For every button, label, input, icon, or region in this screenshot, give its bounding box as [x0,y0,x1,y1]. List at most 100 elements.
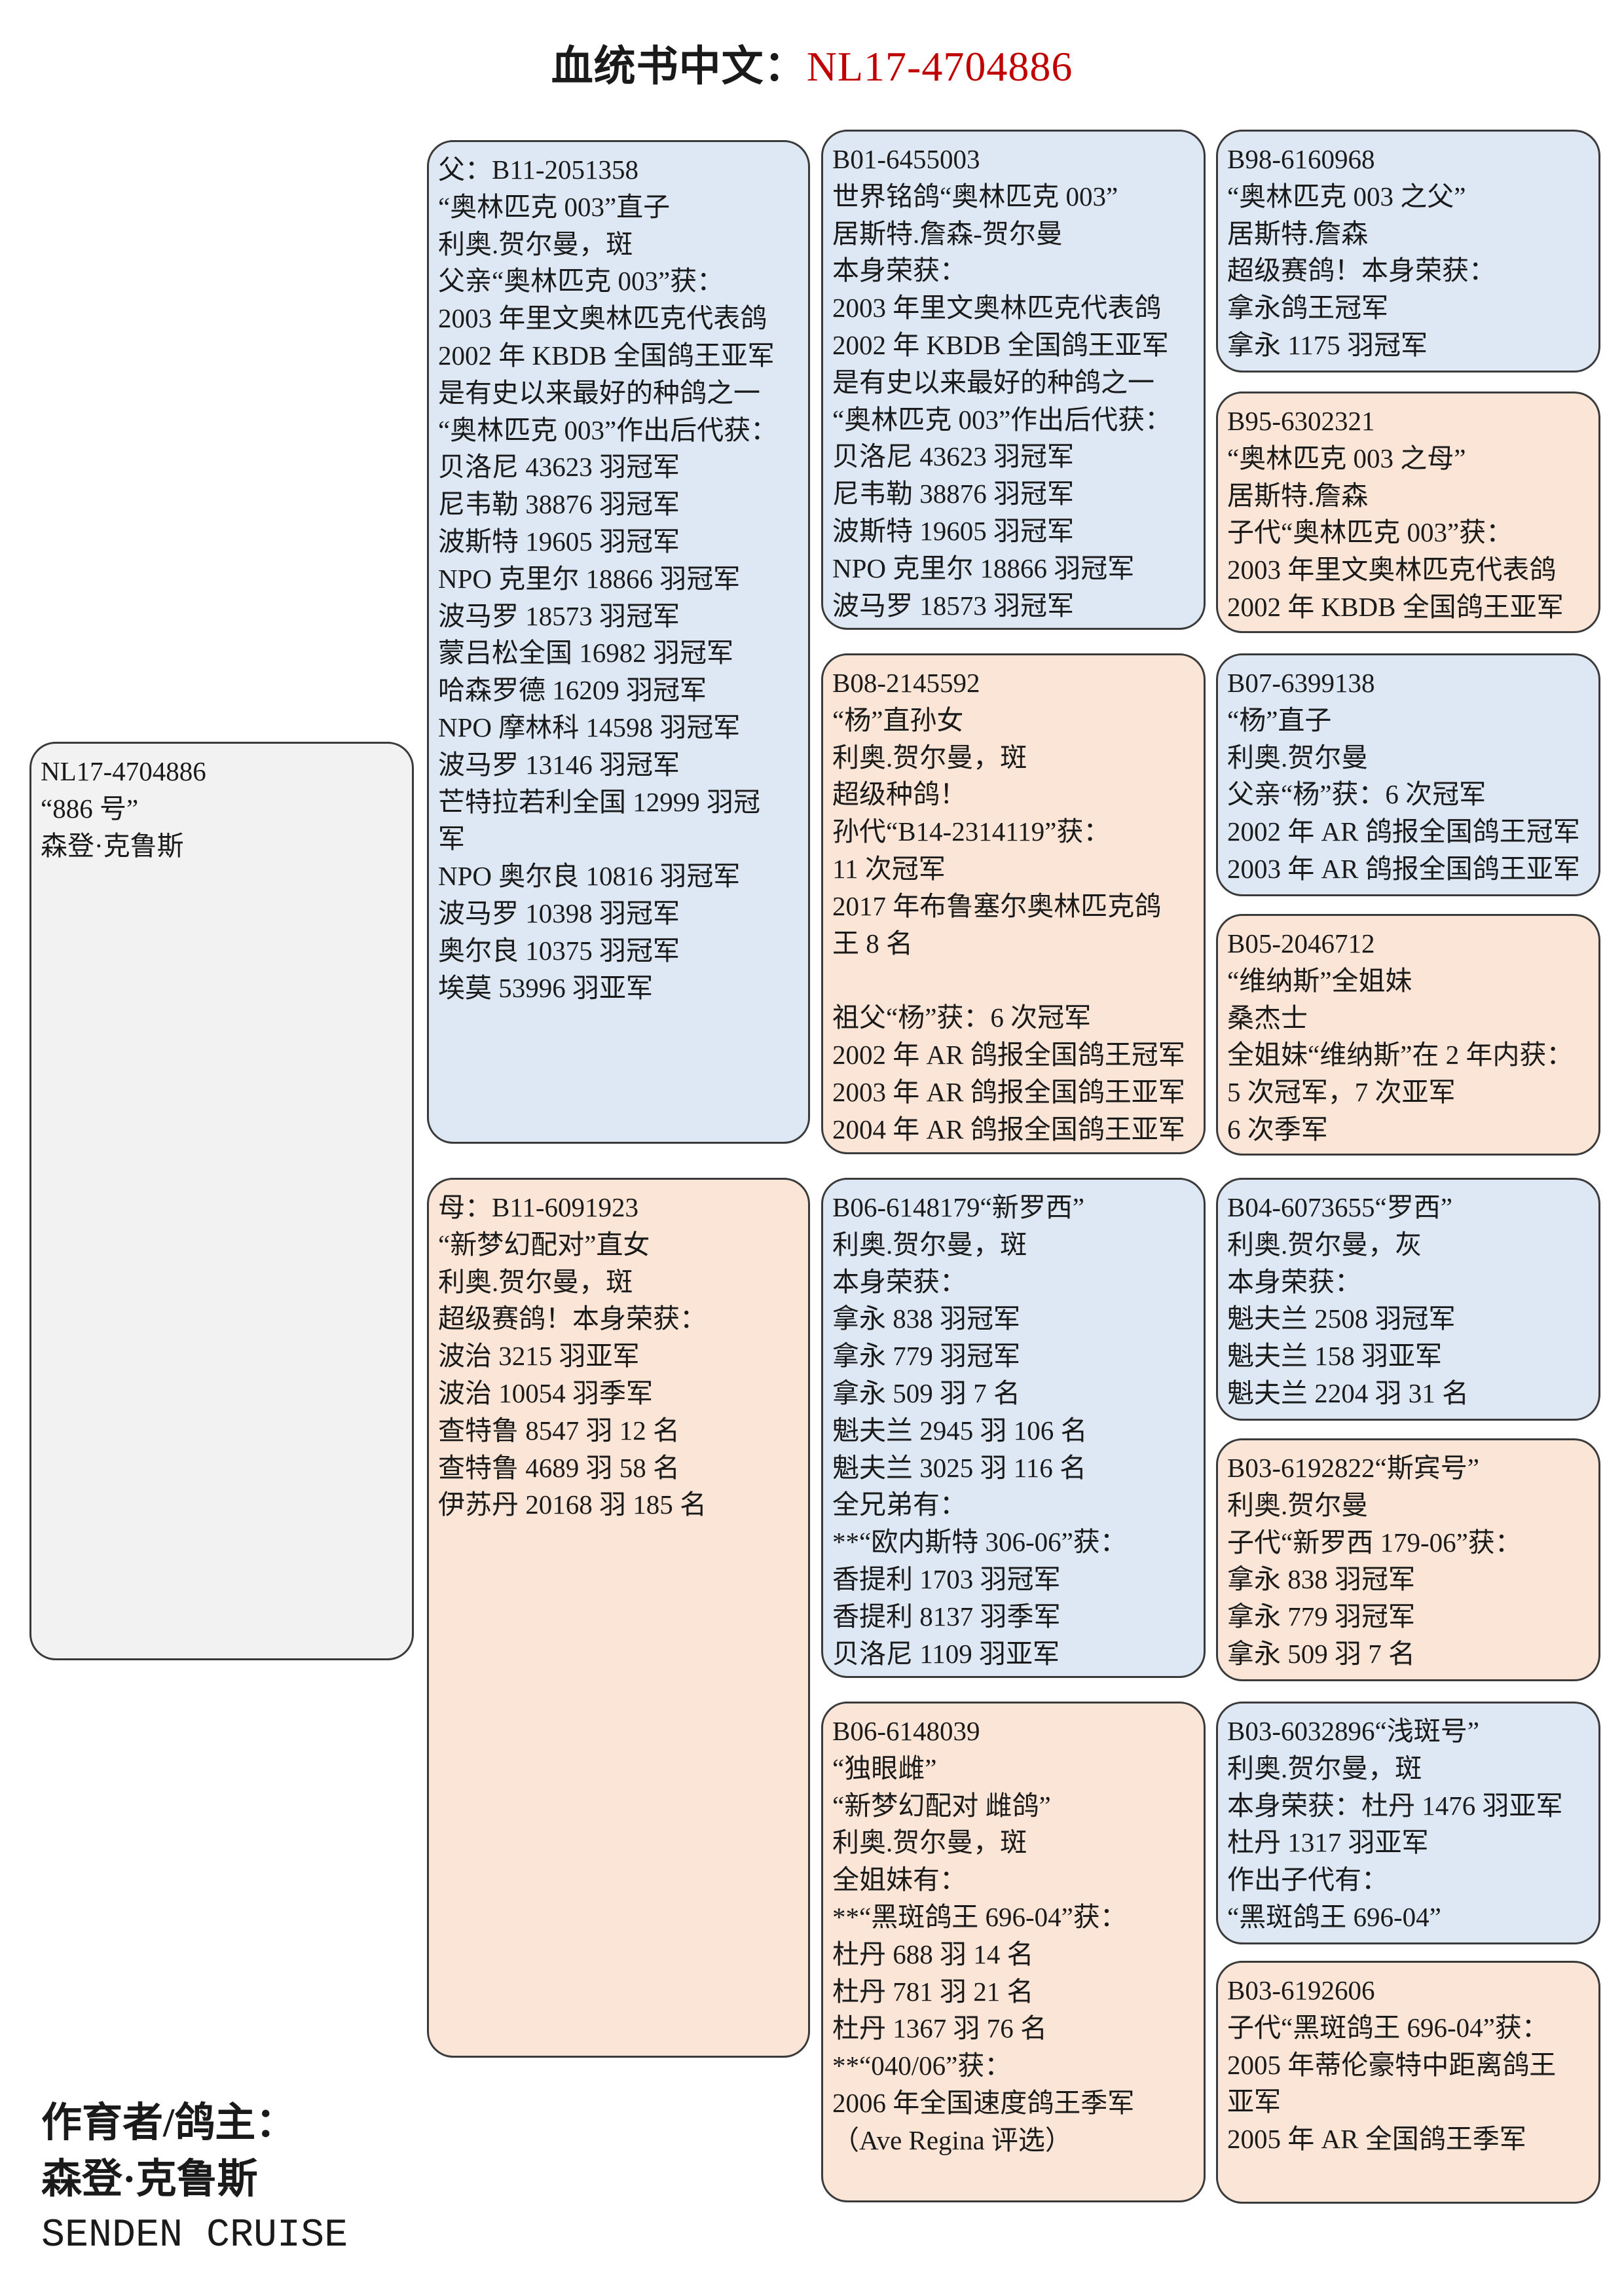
pedigree-line: 波马罗 10398 羽冠军 [438,898,680,928]
pedigree-line: 波马罗 18573 羽冠军 [832,590,1074,621]
pedigree-line: 拿永 509 羽 7 名 [1227,1638,1415,1669]
pedigree-line: 查特鲁 8547 羽 12 名 [438,1415,680,1446]
pedigree-line: 子代“黑斑鸽王 696-04”获： [1227,2012,1549,2043]
pedigree-box-dam-dam: B06-6148039“独眼雌”“新梦幻配对 雌鸽”利奥.贺尔曼，斑全姐妹有：*… [821,1702,1206,2202]
pedigree-line: 魁夫兰 2508 羽冠军 [1227,1303,1456,1334]
pedigree-line: 父亲“奥林匹克 003”获： [438,266,724,297]
pedigree-line: B01-6455003 [832,144,980,174]
pedigree-line: “新梦幻配对”直女 [438,1229,650,1260]
pedigree-line: B03-6192606 [1227,1975,1375,2005]
pedigree-line: B03-6032896“浅斑号” [1227,1716,1479,1746]
breeder-label: 作育者/鸽主： [41,2101,297,2145]
title-ring-number: NL17-4704886 [806,43,1073,90]
pedigree-box-dss: B04-6073655“罗西” 利奥.贺尔曼，灰本身荣获： 魁夫兰 2508 羽冠军… [1216,1178,1600,1421]
pedigree-line: 超级种鸽！ [832,779,967,810]
pedigree-line: 拿永 838 羽冠军 [1227,1564,1415,1595]
pedigree-line: B98-6160968 [1227,144,1375,174]
pedigree-line: 本身荣获： [1227,1266,1361,1297]
pedigree-line: 2003 年 AR 鸽报全国鸽王亚军 [1227,853,1580,884]
pedigree-line: 利奥.贺尔曼，灰 [1227,1229,1422,1260]
pedigree-line: 是有史以来最好的种鸽之一 [438,377,760,408]
pedigree-line: “奥林匹克 003”作出后代获： [438,414,778,445]
pedigree-line: 2003 年里文奥林匹克代表鸽 [438,303,767,334]
pedigree-line: 波治 3215 羽亚军 [438,1341,640,1372]
pedigree-line: “维纳斯”全姐妹 [1227,965,1412,996]
pedigree-line: 拿永 1175 羽冠军 [1227,329,1428,360]
pedigree-line [832,962,1197,999]
pedigree-line: 杜丹 1367 羽 76 名 [832,2013,1047,2044]
pedigree-line: B04-6073655“罗西” [1227,1192,1452,1222]
pedigree-line: NPO 克里尔 18866 羽冠军 [832,553,1135,583]
pedigree-line: 父：B11-2051358 [438,155,638,185]
pedigree-line: 埃莫 53996 羽亚军 [438,972,653,1003]
pedigree-line: NPO 奥尔良 10816 羽冠军 [438,861,741,892]
pedigree-line: 本身荣获： [832,1266,967,1297]
pedigree-line: NPO 摩林科 14598 羽冠军 [438,712,741,742]
pedigree-line: 2002 年 KBDB 全国鸽王亚军 [832,329,1169,360]
pedigree-line: 伊苏丹 20168 羽 185 名 [438,1489,707,1520]
pedigree-line: 利奥.贺尔曼，斑 [438,228,633,259]
pedigree-line: 超级赛鸽！本身荣获： [438,1303,707,1334]
pedigree-line: 波斯特 19605 羽冠军 [832,515,1074,546]
pedigree-line: “886 号” [41,793,139,824]
pedigree-line: 6 次季军 [1227,1114,1328,1144]
pedigree-line: **“黑斑鸽王 696-04”获： [832,1901,1127,1932]
pedigree-line: “奥林匹克 003 之父” [1227,181,1466,211]
pedigree-line: 芒特拉若利全国 12999 羽冠 [438,786,760,817]
pedigree-line: NL17-4704886 [41,756,206,786]
pedigree-line: 利奥.贺尔曼，斑 [438,1266,633,1297]
pedigree-line: 世界铭鸽“奥林匹克 003” [832,181,1118,211]
pedigree-line: 全姐妹有： [832,1865,967,1895]
pedigree-line: 居斯特.詹森-贺尔曼 [832,218,1063,249]
pedigree-line: 2003 年 AR 鸽报全国鸽王亚军 [832,1076,1185,1107]
page-title: 血统书中文：NL17-4704886 [0,33,1624,93]
pedigree-line: 利奥.贺尔曼 [1227,742,1369,773]
pedigree-box-sss: B98-6160968“奥林匹克 003 之父”居斯特.詹森超级赛鸽！本身荣获：… [1216,130,1600,373]
pedigree-line: B07-6399138 [1227,668,1375,698]
pedigree-line: B06-6148179“新罗西” [832,1192,1084,1222]
pedigree-line: 波马罗 13146 羽冠军 [438,749,680,780]
pedigree-line: 香提利 1703 羽冠军 [832,1563,1061,1594]
pedigree-line: 杜丹 688 羽 14 名 [832,1939,1034,1969]
pedigree-line: 拿永鸽王冠军 [1227,293,1388,323]
pedigree-line: 利奥.贺尔曼 [1227,1489,1369,1520]
pedigree-line: 居斯特.詹森 [1227,218,1369,249]
breeder-name-cn: 森登·克鲁斯 [41,2157,258,2202]
pedigree-line: “黑斑鸽王 696-04” [1227,1901,1441,1932]
pedigree-line: 波斯特 19605 羽冠军 [438,526,680,556]
pedigree-line: 11 次冠军 [832,853,946,884]
pedigree-line: 2017 年布鲁塞尔奥林匹克鸽 [832,890,1162,921]
title-prefix: 血统书中文： [551,43,807,90]
pedigree-line: B05-2046712 [1227,928,1375,958]
pedigree-line: 2002 年 KBDB 全国鸽王亚军 [438,340,775,371]
pedigree-line: 桑杰士 [1227,1002,1308,1033]
pedigree-box-dam-sire: B06-6148179“新罗西”利奥.贺尔曼，斑本身荣获：拿永 838 羽冠军拿… [821,1178,1206,1678]
pedigree-line: 利奥.贺尔曼，斑 [1227,1753,1422,1783]
pedigree-line: 2003 年里文奥林匹克代表鸽 [832,293,1162,323]
pedigree-line: 2002 年 AR 鸽报全国鸽王冠军 [1227,816,1580,847]
pedigree-box-dam: 母：B11-6091923“新梦幻配对”直女利奥.贺尔曼，斑超级赛鸽！本身荣获：… [427,1178,810,2058]
pedigree-line: 魁夫兰 2204 羽 31 名 [1227,1377,1469,1408]
pedigree-line: 查特鲁 4689 羽 58 名 [438,1452,680,1483]
pedigree-line: 贝洛尼 43623 羽冠军 [832,441,1074,472]
pedigree-line: 尼韦勒 38876 羽冠军 [832,479,1074,509]
pedigree-line: 杜丹 1317 羽亚军 [1227,1827,1429,1858]
pedigree-line: 王 8 名 [832,928,913,958]
pedigree-line: 2002 年 KBDB 全国鸽王亚军 [1227,591,1564,622]
pedigree-line: 2003 年里文奥林匹克代表鸽 [1227,555,1557,585]
pedigree-line: 全兄弟有： [832,1489,967,1520]
pedigree-box-sire: 父：B11-2051358“奥林匹克 003”直子利奥.贺尔曼，斑父亲“奥林匹克… [427,140,810,1144]
pedigree-line: 魁夫兰 2945 羽 106 名 [832,1415,1088,1446]
pedigree-line: 尼韦勒 38876 羽冠军 [438,489,680,520]
pedigree-line: 贝洛尼 43623 羽冠军 [438,452,680,483]
breeder-name-en: SENDEN CRUISE [41,2214,348,2258]
pedigree-box-dds: B03-6032896“浅斑号”利奥.贺尔曼，斑本身荣获：杜丹 1476 羽亚军… [1216,1702,1600,1944]
pedigree-line: 哈森罗德 16209 羽冠军 [438,675,707,706]
pedigree-line: 魁夫兰 158 羽亚军 [1227,1341,1442,1372]
pedigree-box-sire-dam: B08-2145592“杨”直孙女利奥.贺尔曼，斑超级种鸽！孙代“B14-231… [821,653,1206,1154]
pedigree-line: 2005 年 AR 全国鸽王季军 [1227,2124,1526,2155]
pedigree-line: 孙代“B14-2314119”获： [832,816,1111,847]
pedigree-box-dsd: B03-6192822“斯宾号”利奥.贺尔曼子代“新罗西 179-06”获：拿永… [1216,1438,1600,1681]
